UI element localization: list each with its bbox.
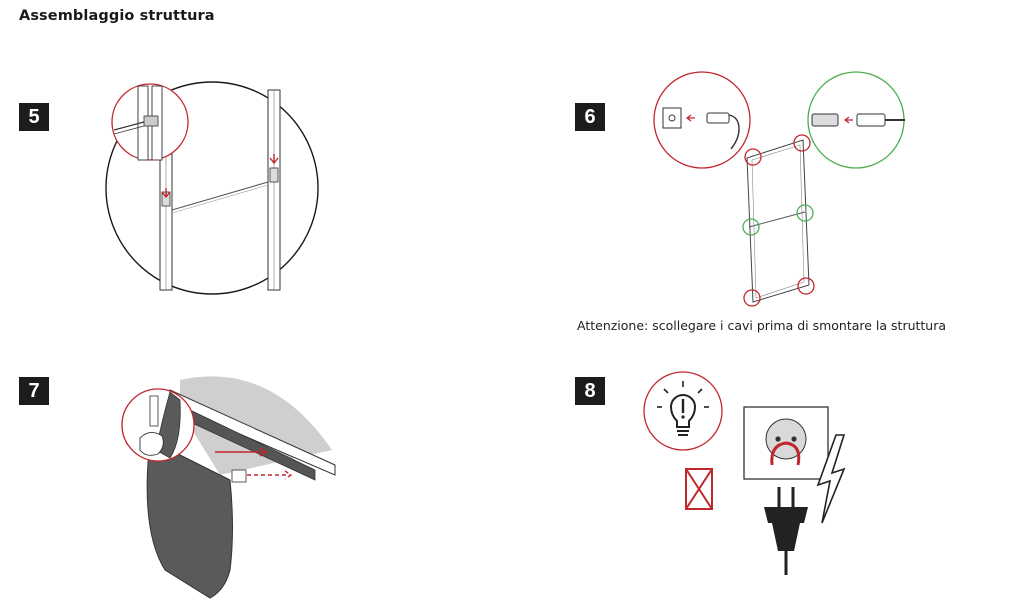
step-6-caption: Attenzione: scollegare i cavi prima di s… bbox=[577, 318, 947, 333]
step-7-illustration bbox=[121, 376, 336, 599]
step-7-badge: 7 bbox=[19, 377, 49, 405]
page-title: Assemblaggio struttura bbox=[19, 8, 215, 24]
step-6-badge: 6 bbox=[575, 103, 605, 131]
step-8-illustration bbox=[643, 371, 846, 575]
lightning-icon bbox=[816, 434, 846, 524]
step-5-badge: 5 bbox=[19, 103, 49, 131]
step-5-illustration bbox=[105, 81, 319, 295]
no-light-cross-icon bbox=[685, 468, 713, 510]
step-8-badge: 8 bbox=[575, 377, 605, 405]
step-6-illustration bbox=[653, 71, 905, 307]
plug-icon bbox=[764, 441, 808, 575]
bulb-icon bbox=[643, 371, 723, 451]
